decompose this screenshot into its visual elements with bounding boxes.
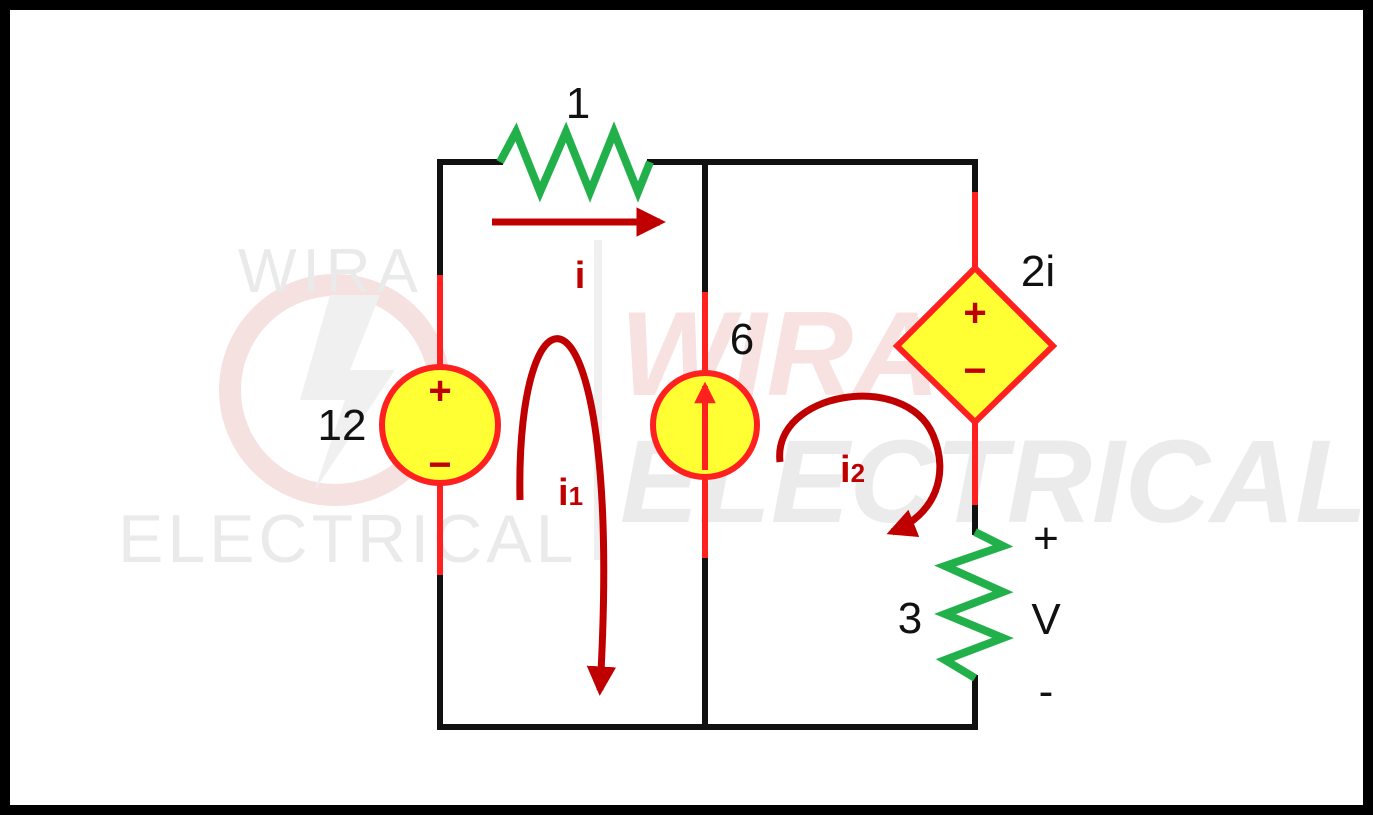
watermark-bolt-icon <box>300 295 395 490</box>
current-source-label: 6 <box>730 315 754 364</box>
dependent-source-plus: + <box>963 291 986 335</box>
top-resistor-label: 1 <box>566 79 590 128</box>
mesh2-label: i2 <box>840 449 865 491</box>
mesh1-label: i1 <box>558 472 583 514</box>
branch-current-label: i <box>575 255 586 297</box>
voltage-label: V <box>1031 595 1061 644</box>
mesh2-label-subscript: 2 <box>851 458 865 488</box>
dependent-source: + − <box>892 263 1058 427</box>
voltage-source: + − <box>379 364 501 487</box>
mesh1-label-main: i <box>558 472 569 514</box>
watermark-small: WIRA ELECTRICAL <box>118 237 602 577</box>
mesh2-label-main: i <box>840 449 851 491</box>
current-source <box>650 370 760 480</box>
mesh2-arrow-icon <box>776 392 944 538</box>
voltage-source-plus: + <box>428 369 451 413</box>
dependent-source-body <box>892 263 1058 427</box>
voltage-source-label: 12 <box>318 401 367 450</box>
circuit-wires <box>437 159 978 730</box>
dependent-source-label: 2i <box>1021 247 1055 296</box>
watermark-small-top: WIRA <box>238 237 424 306</box>
watermark-divider <box>594 240 602 560</box>
dependent-source-minus: − <box>963 349 986 393</box>
mesh1-label-subscript: 1 <box>569 481 583 511</box>
mesh1-arrow-icon <box>516 335 617 696</box>
top-resistor <box>496 121 654 203</box>
wire-top-right <box>647 159 978 195</box>
voltage-source-body <box>379 364 501 486</box>
voltage-plus: + <box>1033 514 1059 563</box>
wire-left-top <box>437 159 503 278</box>
bottom-resistor-label: 3 <box>898 594 922 643</box>
bottom-resistor <box>934 528 1014 682</box>
watermark-small-bottom: ELECTRICAL <box>118 501 577 577</box>
voltage-source-minus: − <box>428 443 451 487</box>
voltage-minus: - <box>1039 667 1054 716</box>
